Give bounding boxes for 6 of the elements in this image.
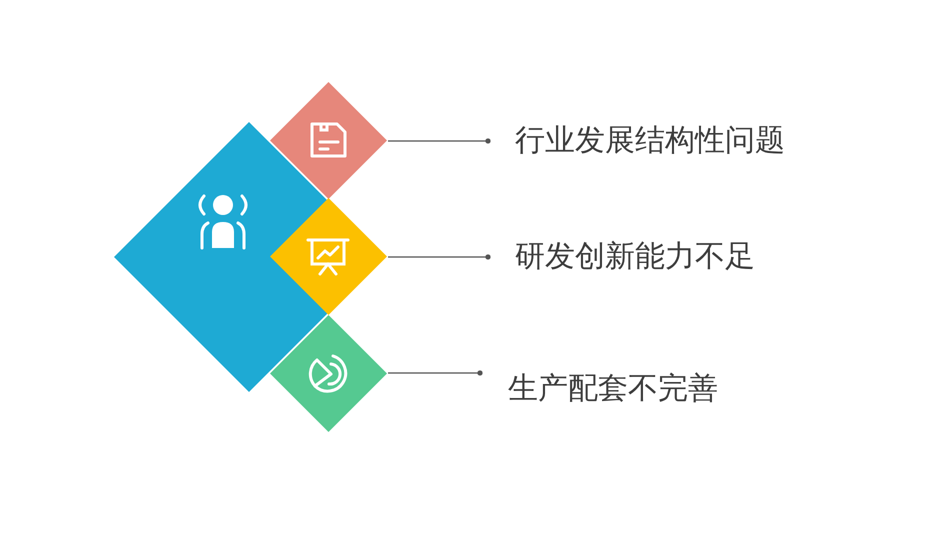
item-label: 生产配套不完善	[480, 369, 740, 409]
leader-line	[388, 254, 491, 260]
item-label: 研发创新能力不足	[488, 237, 778, 277]
item-label: 行业发展结构性问题	[488, 121, 808, 161]
leader-line	[388, 138, 491, 144]
leader-line	[388, 370, 483, 376]
